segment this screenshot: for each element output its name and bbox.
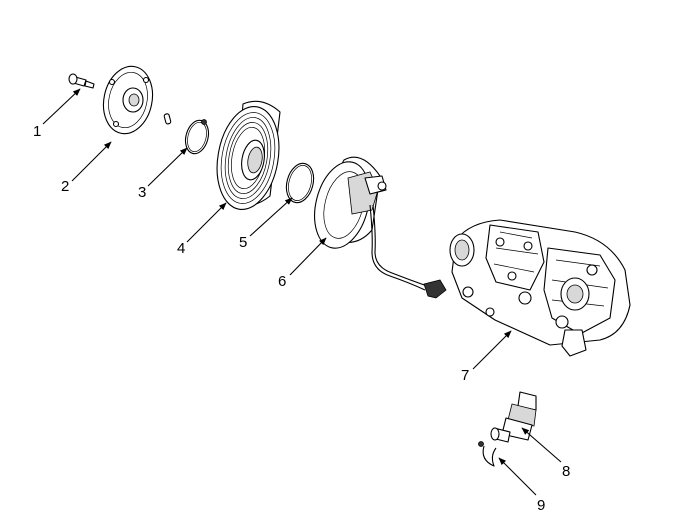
clutch-hub-plate-part [102, 65, 154, 135]
field-coil-part [314, 156, 447, 299]
leader-7 [472, 330, 512, 370]
callout-9: 9 [537, 497, 545, 514]
leader-9 [498, 457, 537, 496]
leader-5 [249, 197, 293, 237]
leader-2 [71, 141, 112, 182]
callout-1: 1 [33, 123, 41, 140]
callout-5: 5 [239, 234, 247, 251]
leader-1 [42, 88, 81, 125]
callout-6: 6 [278, 273, 286, 290]
leader-lines [42, 88, 562, 496]
leader-6 [289, 237, 327, 276]
callout-2: 2 [61, 178, 69, 195]
valve-snap-ring-part [478, 441, 497, 467]
bolt-part [68, 73, 95, 89]
control-valve-part [490, 391, 537, 443]
leader-4 [186, 202, 227, 243]
callout-4: 4 [177, 240, 185, 257]
compressor-body-part [449, 219, 631, 357]
leader-8 [521, 427, 562, 463]
pulley-part [216, 100, 281, 211]
pulley-snap-ring-part [285, 162, 315, 204]
callout-8: 8 [562, 463, 570, 480]
callout-labels: 1 2 3 4 5 6 7 8 9 [33, 123, 570, 514]
callout-7: 7 [461, 367, 469, 384]
snap-ring-part [163, 113, 210, 155]
leader-3 [147, 147, 188, 187]
callout-3: 3 [138, 184, 146, 201]
